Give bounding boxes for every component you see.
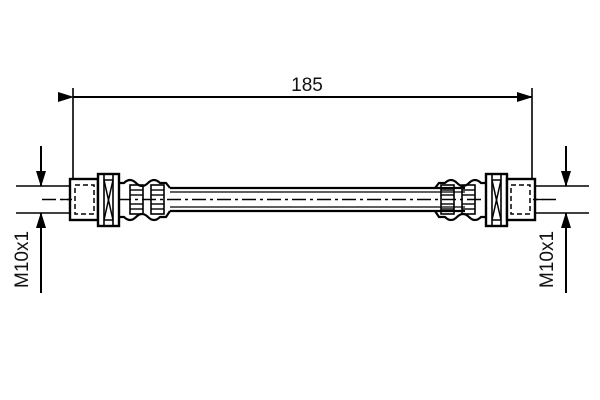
left-ferrule-rib-1 [129, 184, 144, 215]
right-ferrule-rib-2 [440, 184, 455, 215]
right-ferrule-rib-1 [461, 184, 476, 215]
left-crimp-ferrule [119, 178, 171, 222]
right-thread-label: M10x1 [537, 231, 558, 288]
left-thread-dimension: M10x1 [12, 146, 78, 293]
hose-body [170, 186, 465, 213]
length-dimension-value: 185 [291, 75, 323, 96]
right-hex-nut-hatch-b [491, 179, 502, 221]
right-thread-bore-hidden [510, 184, 531, 215]
left-hex-nut-hatch-b [103, 179, 114, 221]
right-hex-nut [484, 172, 509, 228]
left-thread-label: M10x1 [12, 231, 33, 288]
left-thread-bore-hidden [74, 184, 95, 215]
left-ferrule-rib-2 [150, 184, 165, 215]
right-thread-dimension: M10x1 [527, 146, 589, 293]
dimension-text-backdrop [278, 72, 336, 96]
right-thread-fitting [505, 177, 543, 222]
right-crimp-ferrule [434, 178, 486, 222]
length-dimension: 185 [58, 72, 533, 200]
left-hex-nut [96, 172, 121, 228]
